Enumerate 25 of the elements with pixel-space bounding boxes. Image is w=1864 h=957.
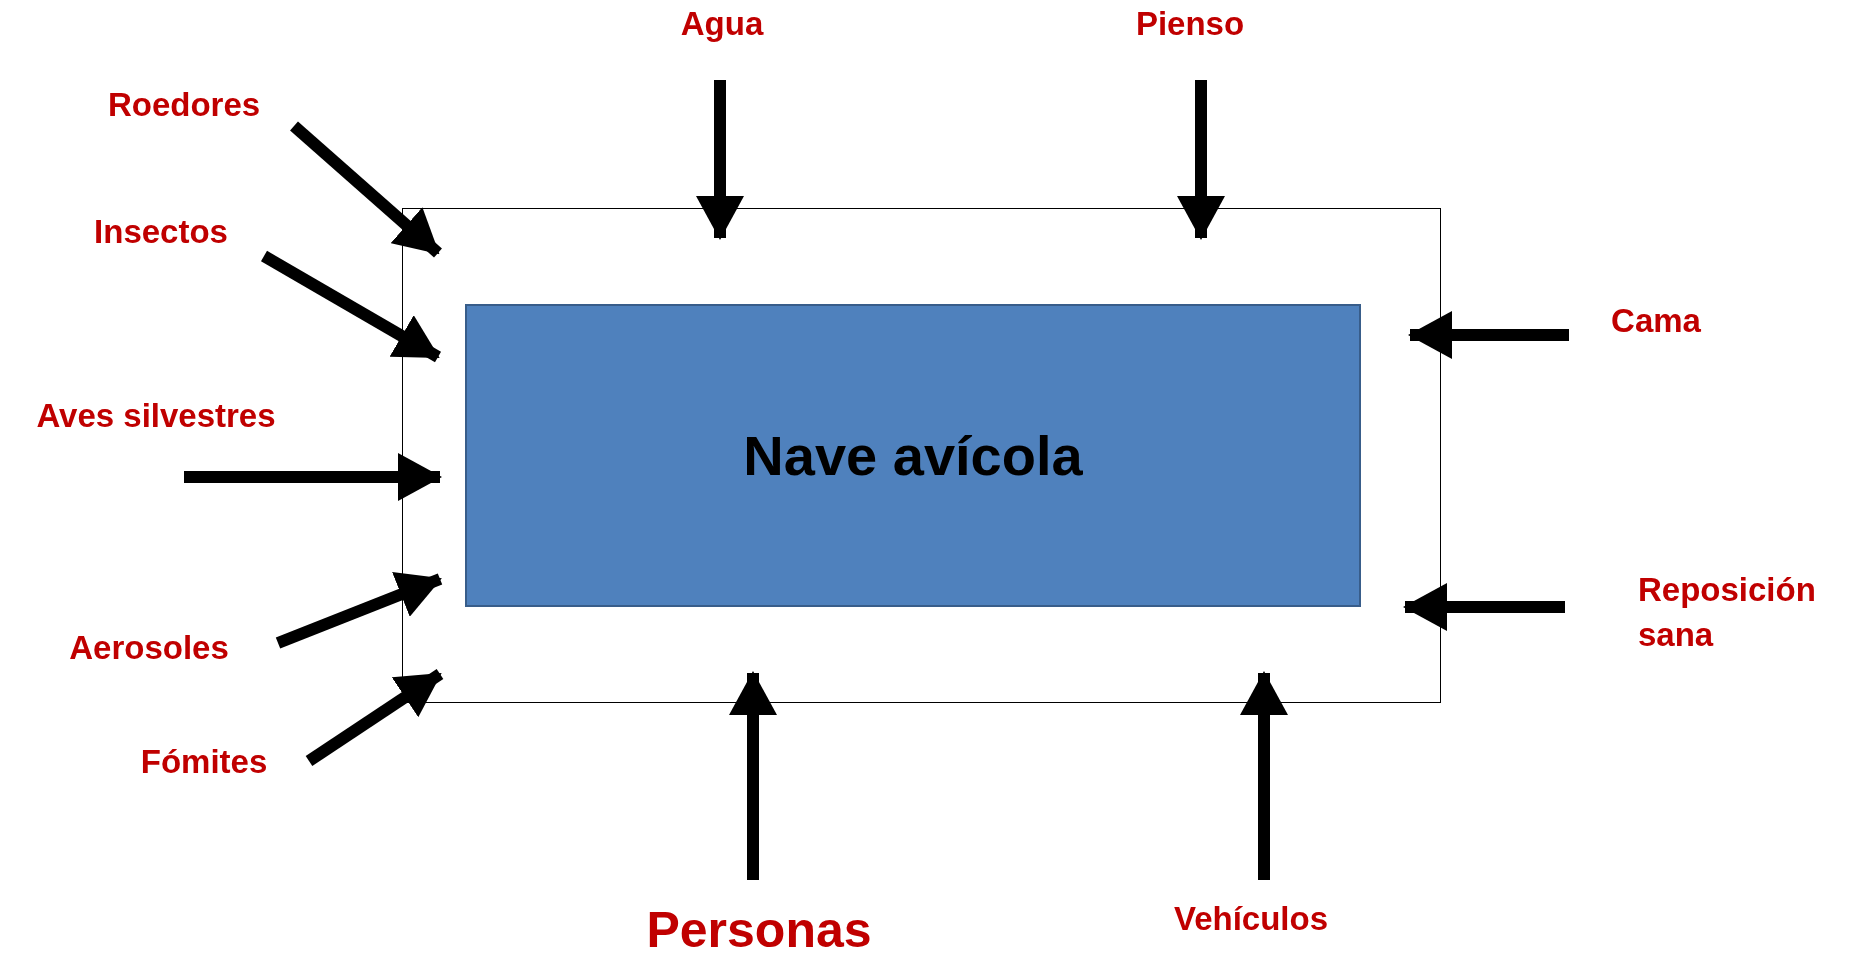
- box-title: Nave avícola: [743, 423, 1083, 488]
- source-label: Pienso: [1135, 1, 1245, 47]
- source-label: Personas: [646, 897, 872, 957]
- source-label: Agua: [680, 1, 764, 47]
- arrow: [261, 250, 441, 363]
- arrow: [696, 80, 744, 240]
- source-label: Fómites: [140, 739, 268, 785]
- building-box: [465, 304, 1361, 607]
- source-label: Aves silvestres: [36, 393, 276, 439]
- arrow: [184, 453, 442, 501]
- source-label: Insectos: [94, 209, 228, 255]
- source-label: Aerosoles: [69, 625, 229, 671]
- source-label: Roedores: [107, 82, 261, 128]
- arrow: [275, 572, 443, 649]
- source-label: Reposición sana: [1638, 568, 1838, 658]
- source-label: Cama: [1611, 298, 1701, 344]
- enclosure-box: [402, 208, 1441, 703]
- arrow: [729, 671, 777, 880]
- arrow: [1240, 671, 1288, 880]
- source-label: Vehículos: [1173, 896, 1329, 942]
- arrow: [290, 121, 442, 258]
- arrow: [1177, 80, 1225, 240]
- arrow: [305, 669, 444, 766]
- arrow: [1408, 311, 1569, 359]
- arrow: [1403, 583, 1565, 631]
